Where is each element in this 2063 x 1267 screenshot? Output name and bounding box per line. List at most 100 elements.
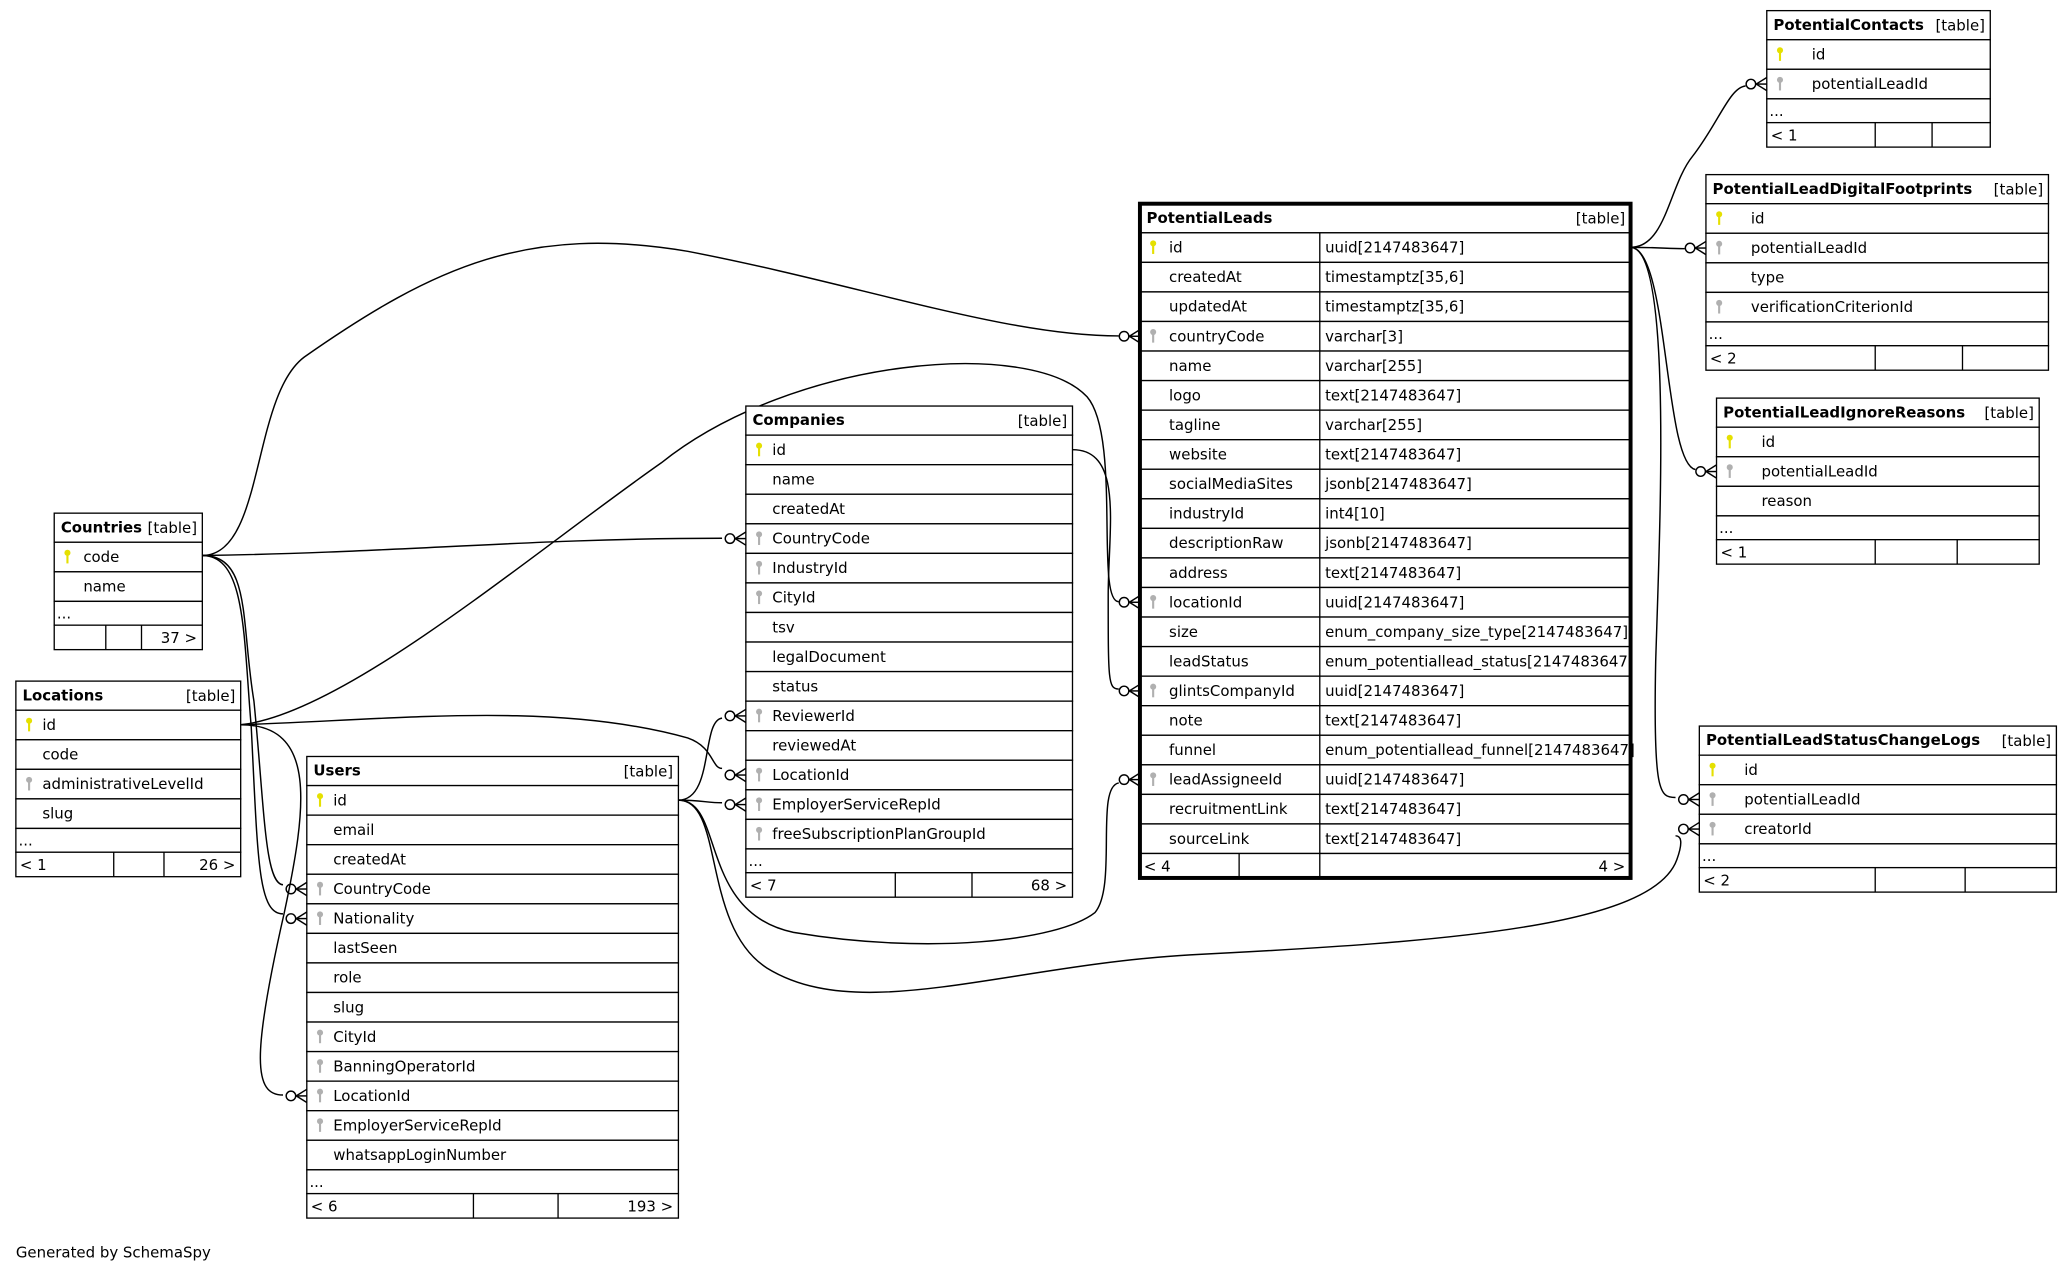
column-row[interactable]: createdAt bbox=[745, 493, 1074, 525]
column-row[interactable]: LocationId bbox=[745, 759, 1074, 791]
table-name[interactable]: Countries bbox=[61, 518, 142, 536]
table-potentialleaddigitalfootprints[interactable]: PotentialLeadDigitalFootprints[table]idp… bbox=[1705, 173, 2050, 371]
column-row[interactable]: CityId bbox=[745, 582, 1074, 614]
column-row[interactable]: CountryCode bbox=[745, 523, 1074, 555]
column-row[interactable]: type bbox=[1705, 262, 2050, 294]
column-row[interactable]: tsv bbox=[745, 611, 1074, 643]
table-locations[interactable]: Locations[table]idcodeadministrativeLeve… bbox=[15, 680, 242, 878]
column-name: recruitmentLink bbox=[1169, 800, 1288, 818]
table-companies[interactable]: Companies[table]idnamecreatedAtCountryCo… bbox=[745, 405, 1074, 898]
column-row[interactable]: CountryCode bbox=[306, 873, 680, 905]
table-name[interactable]: PotentialLeads bbox=[1147, 209, 1273, 227]
column-row[interactable]: slug bbox=[15, 798, 242, 830]
parents-count[interactable]: < 1 bbox=[1720, 544, 1747, 562]
column-row[interactable]: id bbox=[1705, 203, 2050, 234]
column-row[interactable]: legalDocument bbox=[745, 641, 1074, 673]
parents-count[interactable]: < 1 bbox=[1771, 126, 1798, 144]
column-row[interactable]: role bbox=[306, 962, 680, 994]
column-row[interactable]: administrativeLevelId bbox=[15, 768, 242, 800]
column-row[interactable]: status bbox=[745, 670, 1074, 702]
column-row[interactable]: whatsappLoginNumber bbox=[306, 1139, 680, 1171]
column-row[interactable]: creatorId bbox=[1698, 813, 2058, 845]
table-name[interactable]: Users bbox=[313, 762, 361, 780]
children-count[interactable]: 193 > bbox=[627, 1197, 673, 1215]
table-name[interactable]: Locations bbox=[22, 686, 103, 704]
column-row[interactable]: email bbox=[306, 814, 680, 846]
column-row[interactable]: EmployerServiceRepId bbox=[745, 789, 1074, 821]
column-row[interactable]: name bbox=[53, 571, 203, 603]
column-row[interactable]: lastSeen bbox=[306, 932, 680, 964]
column-row[interactable]: verificationCriterionId bbox=[1705, 291, 2050, 323]
parents-count[interactable]: < 2 bbox=[1703, 871, 1730, 889]
column-row[interactable]: id bbox=[1698, 754, 2058, 786]
table-potentialleadignorereasons[interactable]: PotentialLeadIgnoreReasons[table]idpoten… bbox=[1715, 397, 2040, 565]
table-users[interactable]: Users[table]idemailcreatedAtCountryCodeN… bbox=[306, 755, 680, 1219]
children-count[interactable]: 4 > bbox=[1598, 857, 1625, 875]
column-row[interactable]: code bbox=[15, 739, 242, 770]
column-row[interactable]: EmployerServiceRepId bbox=[306, 1110, 680, 1141]
column-row[interactable]: reason bbox=[1715, 485, 2040, 517]
column-row[interactable]: createdAt bbox=[306, 844, 680, 875]
column-cell bbox=[745, 552, 1074, 584]
column-row[interactable]: reviewedAt bbox=[745, 730, 1074, 761]
parents-count[interactable]: < 2 bbox=[1710, 350, 1737, 368]
column-row[interactable]: ReviewerId bbox=[745, 700, 1074, 732]
column-row[interactable]: LocationId bbox=[306, 1080, 680, 1112]
column-row[interactable]: id bbox=[15, 709, 242, 741]
column-row[interactable]: Nationality bbox=[306, 903, 680, 935]
parents-count[interactable]: < 1 bbox=[20, 856, 47, 874]
table-potentialleadstatuschangelogs[interactable]: PotentialLeadStatusChangeLogs[table]idpo… bbox=[1698, 725, 2058, 893]
column-row[interactable]: BanningOperatorId bbox=[306, 1050, 680, 1082]
table-name[interactable]: PotentialContacts bbox=[1773, 16, 1924, 34]
column-row[interactable]: potentialLeadId bbox=[1766, 68, 1991, 100]
column-row[interactable]: code bbox=[53, 541, 203, 573]
column-row[interactable]: IndustryId bbox=[745, 552, 1074, 584]
column-row[interactable]: id bbox=[745, 434, 1074, 466]
column-row[interactable]: potentialLeadId bbox=[1705, 232, 2050, 264]
column-row[interactable]: id bbox=[306, 784, 680, 816]
children-count[interactable]: 37 > bbox=[161, 629, 197, 647]
column-row[interactable]: potentialLeadId bbox=[1698, 784, 2058, 815]
parents-count[interactable]: < 6 bbox=[311, 1197, 338, 1215]
column-row[interactable]: freeSubscriptionPlanGroupId bbox=[745, 818, 1074, 850]
parents-count[interactable]: < 7 bbox=[750, 877, 777, 895]
column-row[interactable]: name bbox=[745, 464, 1074, 495]
table-name[interactable]: PotentialLeadDigitalFootprints bbox=[1713, 180, 1973, 198]
table-name[interactable]: PotentialLeadIgnoreReasons bbox=[1723, 403, 1965, 421]
foreign-key-icon bbox=[756, 797, 763, 811]
parents-count[interactable]: < 4 bbox=[1144, 857, 1171, 875]
table-name[interactable]: Companies bbox=[752, 411, 844, 429]
table-name[interactable]: PotentialLeadStatusChangeLogs bbox=[1706, 731, 1980, 749]
children-count[interactable]: 68 > bbox=[1031, 877, 1067, 895]
column-row[interactable]: CityId bbox=[306, 1021, 680, 1053]
table-potentialcontacts[interactable]: PotentialContacts[table]idpotentialLeadI… bbox=[1766, 9, 1991, 148]
children-count[interactable]: 26 > bbox=[199, 856, 235, 874]
column-row[interactable]: id bbox=[1715, 426, 2040, 458]
column-row[interactable]: id bbox=[1766, 39, 1991, 70]
column-row[interactable]: potentialLeadId bbox=[1715, 456, 2040, 487]
column-row[interactable]: slug bbox=[306, 991, 680, 1023]
